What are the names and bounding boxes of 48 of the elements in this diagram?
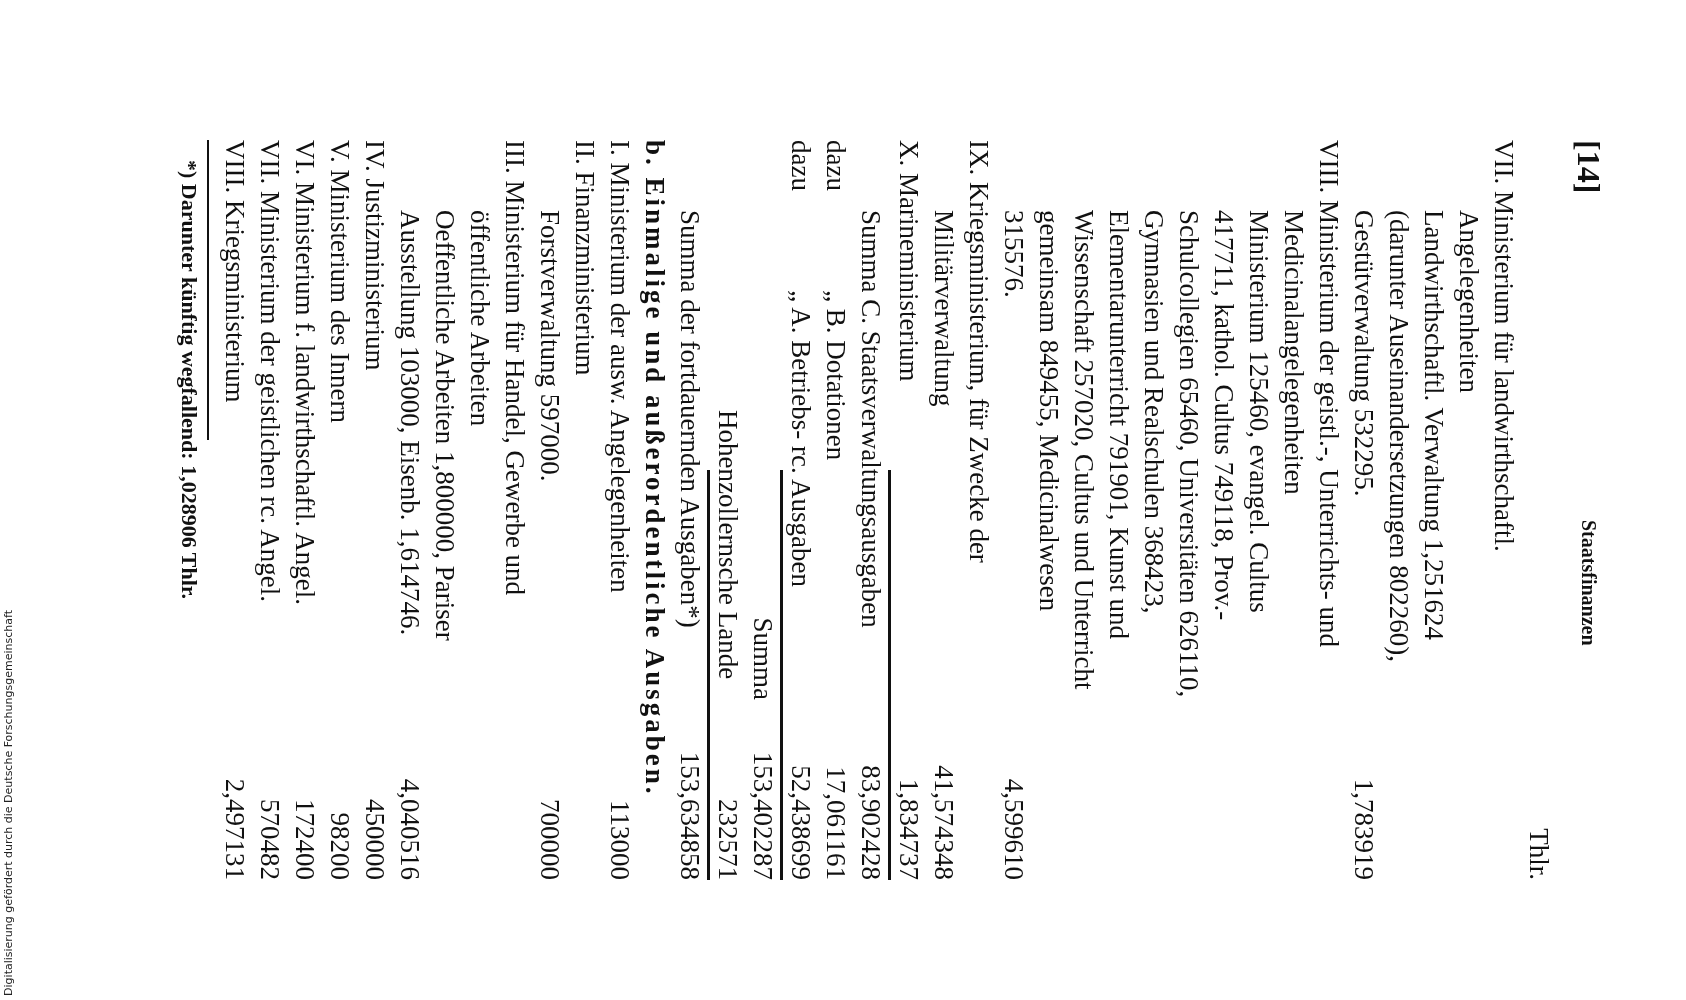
item-text: Hohenzollernsche Lande	[712, 409, 744, 682]
section-heading: b. Einmalige und außerordentliche Ausgaben.	[639, 140, 671, 799]
amount: 570482	[254, 798, 286, 880]
sum-label: Summa C. Staatsverwaltungsausgaben	[855, 209, 887, 630]
item-detail-text: Ministerium 125460, evangel. Cultus 417711, kathol. Cultus 749118, Prov.-Schulcollegien 65460, Universitäten 626110, Gymnasien und Realschulen 368423, Elementarunterricht 791901, Kunst und Wissenschaft 257020, Cultus und Unterricht gemeinsam 849455, Medicinalwesen 315576.	[998, 209, 1275, 700]
item-text: IX. Kriegsministerium, für Zwecke der Militärverwaltung	[928, 140, 995, 565]
amount: 1,783919	[1348, 777, 1380, 880]
amount: 4,040516	[394, 777, 426, 880]
amount: 98200	[324, 811, 356, 880]
item-text: VIII. Ministerium der geistl.-, Unterrichts- und Medicinalangelegenheiten	[1278, 140, 1345, 649]
item-text: II. Finanzministerium	[569, 140, 601, 378]
item-text: III. Ministerium für Handel, Gewerbe und öffentliche Arbeiten	[464, 140, 531, 598]
item-text: VII. Ministerium für landwirthschaftl. Angelegenheiten	[1453, 140, 1520, 554]
item-text: VIII. Kriegsministerium	[219, 140, 251, 405]
sum-label: Summa	[747, 616, 779, 700]
item-detail-text: Oeffentliche Arbeiten 1,800000, Pariser Ausstellung 103000, Eisenb. 1,614746.	[394, 209, 461, 643]
amount: 700000	[534, 798, 566, 880]
footnote: *) Darunter künftig wegfallend: 1,028906 Thlr.	[176, 159, 203, 601]
amount: 52,438699	[785, 764, 817, 880]
item-text: IV. Justizministerium	[359, 140, 391, 373]
amount: 232571	[712, 798, 744, 880]
item-detail-text: Forstverwaltung 597000.	[534, 209, 566, 484]
amount: 153,402287	[747, 750, 779, 880]
item-text: VII. Ministerium der geistlichen rc. Angel.	[254, 140, 286, 604]
amount: 83,902428	[855, 764, 887, 880]
amount: 41,574348	[928, 764, 960, 880]
amount: 2,497131	[219, 777, 251, 880]
amount: 17,061161	[820, 765, 852, 880]
item-text: „ B. Dotationen	[820, 290, 852, 463]
page-number: [14]	[1571, 140, 1606, 194]
row-prefix: dazu	[820, 140, 852, 191]
amount: 153,634858	[674, 750, 706, 880]
amount: 1,834737	[893, 777, 925, 880]
running-header: Staatsfinanzen	[1577, 520, 1601, 646]
credit-line: Digitalisierung gefördert durch die Deutsche Forschungsgemeinschaft	[2, 610, 15, 996]
column-heading: Thlr.	[1523, 827, 1555, 880]
row-prefix: dazu	[785, 140, 817, 191]
item-text: X. Marineministerium	[893, 140, 925, 384]
amount: 172400	[289, 798, 321, 880]
item-text: „ A. Betriebs- rc. Ausgaben	[785, 290, 817, 589]
sum-label: Summa der fortdauernden Ausgaben*)	[674, 209, 706, 630]
amount: 450000	[359, 798, 391, 880]
item-text: V. Ministerium des Innern	[324, 140, 356, 425]
item-text: I. Ministerium der ausw. Angelegenheiten	[604, 140, 636, 595]
item-detail-text: Landwirthschaftl. Verwaltung 1,251624 (darunter Auseinandersetzungen 802260), Gestütverwaltung 532295.	[1348, 209, 1450, 665]
amount: 4,599610	[998, 777, 1030, 880]
item-text: VI. Ministerium f. landwirthschaftl. Angel.	[289, 140, 321, 607]
amount: 113000	[604, 799, 636, 880]
